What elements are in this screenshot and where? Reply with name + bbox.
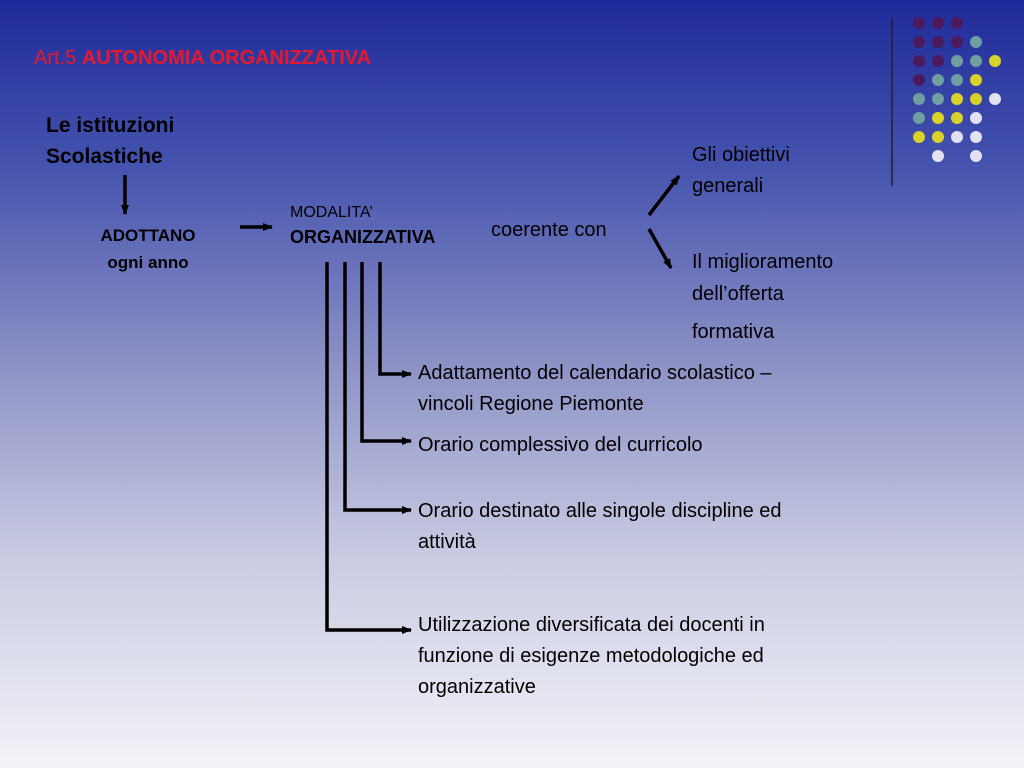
item-node-1: Adattamento del calendario scolastico – …	[418, 358, 772, 420]
verb-node: ADOTTANO ogni anno	[80, 222, 216, 276]
title-article: Art.5	[34, 47, 77, 69]
goal-node-2: Il miglioramento dell’offerta formativa	[692, 246, 833, 348]
item-4-line-3: organizzative	[418, 676, 536, 698]
slide-title: Art.5 AUTONOMIA ORGANIZZATIVA	[34, 44, 371, 72]
item-1-line-1: Adattamento del calendario scolastico –	[418, 362, 772, 384]
item-3-line-2: attività	[418, 531, 476, 553]
subject-line-2: Scolastiche	[46, 145, 163, 168]
item-4-line-1: Utilizzazione diversificata dei docenti …	[418, 614, 765, 636]
modality-node: MODALITA’ ORGANIZZATIVA	[290, 200, 435, 250]
modality-line-1: MODALITA’	[290, 204, 373, 221]
item-node-2: Orario complessivo del curricolo	[418, 430, 703, 461]
verb-line-1: ADOTTANO	[100, 226, 196, 245]
arrow-link-to-goal-1	[647, 174, 681, 217]
goal-2-line-3: formativa	[692, 321, 775, 343]
item-node-4: Utilizzazione diversificata dei docenti …	[418, 610, 765, 703]
arrow-link-to-goal-2	[647, 228, 673, 269]
connector-to-item-2	[360, 262, 412, 445]
verb-line-2: ogni anno	[107, 253, 189, 272]
item-3-line-1: Orario destinato alle singole discipline…	[418, 500, 782, 522]
goal-node-1: Gli obiettivi generali	[692, 140, 790, 202]
goal-2-line-1: Il miglioramento	[692, 251, 834, 273]
item-4-line-2: funzione di esigenze metodologiche ed	[418, 645, 764, 667]
link-label: coerente con	[491, 219, 607, 241]
subject-line-1: Le istituzioni	[46, 114, 175, 137]
title-main: AUTONOMIA ORGANIZZATIVA	[81, 47, 372, 69]
connector-to-item-1	[378, 262, 412, 378]
goal-2-line-2: dell’offerta	[692, 283, 784, 305]
connector-to-item-4	[325, 262, 412, 634]
subject-node: Le istituzioni Scolastiche	[46, 110, 174, 172]
item-2-line-1: Orario complessivo del curricolo	[418, 434, 703, 456]
goal-1-line-1: Gli obiettivi	[692, 144, 790, 166]
decorative-dot-grid	[913, 17, 1001, 162]
modality-line-2: ORGANIZZATIVA	[290, 227, 436, 247]
item-1-line-2: vincoli Regione Piemonte	[418, 393, 644, 415]
connector-to-item-3	[343, 262, 412, 514]
item-node-3: Orario destinato alle singole discipline…	[418, 496, 782, 558]
goal-1-line-2: generali	[692, 175, 764, 197]
